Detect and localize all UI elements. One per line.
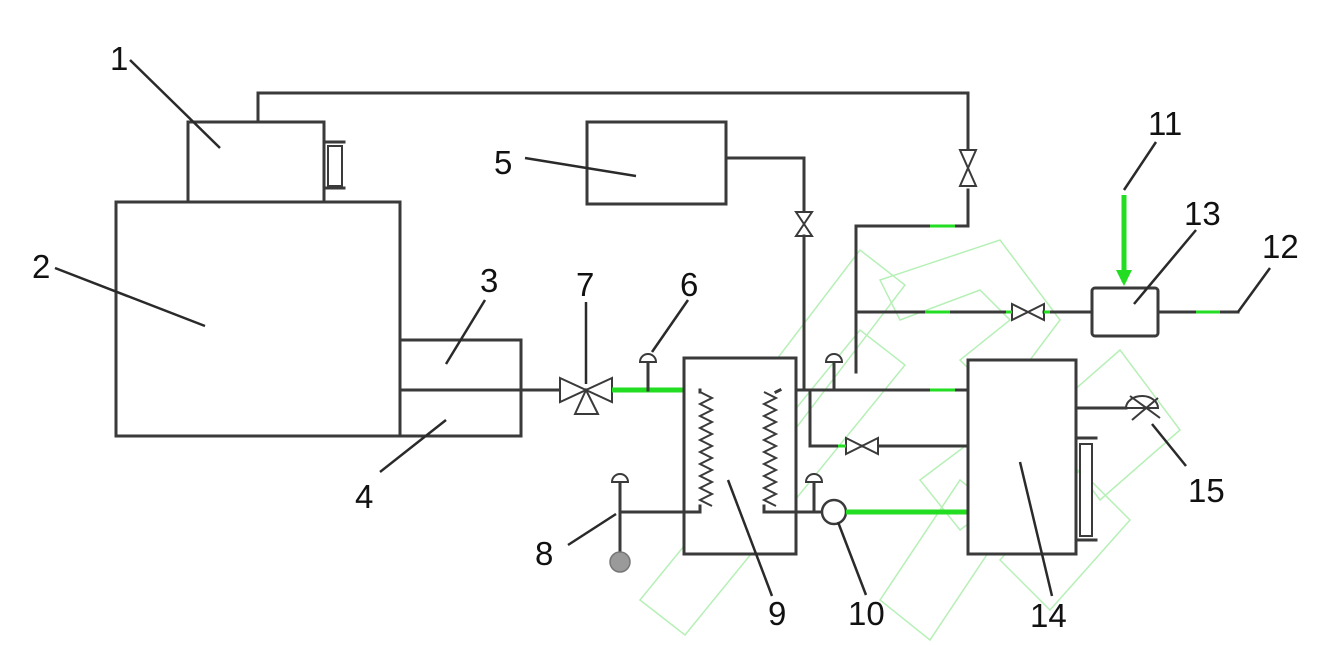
valve-to-13 — [1011, 302, 1045, 322]
component-9-box — [682, 356, 798, 556]
leader-14 — [1018, 461, 1054, 597]
component-1-handle — [322, 140, 346, 190]
component-14-handle — [1074, 436, 1098, 542]
leader-10 — [836, 521, 868, 596]
leader-lines — [54, 59, 1272, 597]
component-3-4-box — [398, 338, 523, 438]
leader-15 — [1151, 423, 1187, 467]
leader-11 — [1122, 141, 1158, 191]
component-13-box — [1090, 286, 1160, 338]
top-return-pipe-lower — [854, 188, 970, 374]
leader-13 — [1133, 229, 1197, 305]
pump-10 — [804, 473, 848, 526]
label-5: 5 — [494, 144, 512, 181]
component-14-box — [966, 358, 1078, 556]
component-1-box — [186, 120, 326, 204]
label-2: 2 — [32, 248, 50, 285]
gauge-8 — [609, 473, 702, 573]
leader-12 — [1236, 267, 1272, 313]
leader-9 — [726, 479, 774, 597]
label-10: 10 — [848, 595, 885, 632]
leader-3 — [444, 299, 487, 365]
label-14: 14 — [1030, 597, 1067, 634]
label-13: 13 — [1184, 195, 1221, 232]
label-7: 7 — [576, 266, 594, 303]
flow-11-arrowhead — [1116, 270, 1132, 286]
leader-6 — [650, 299, 690, 353]
coil-left — [697, 391, 715, 507]
label-6: 6 — [680, 266, 698, 303]
top-return-pipe — [256, 91, 970, 150]
label-4: 4 — [355, 478, 373, 515]
coil-right — [761, 391, 779, 507]
leader-8 — [567, 512, 617, 547]
label-9: 9 — [768, 595, 786, 632]
bypass-pipe — [808, 388, 970, 448]
leader-1 — [129, 59, 221, 149]
gauge-9-outlet — [824, 353, 844, 392]
label-8: 8 — [535, 535, 553, 572]
label-15: 15 — [1188, 472, 1225, 509]
bypass-valve — [845, 436, 879, 456]
component-5-box — [585, 120, 728, 206]
valve-top-return — [958, 149, 978, 187]
valve-15 — [1124, 395, 1161, 421]
leader-2 — [54, 266, 206, 328]
label-12: 12 — [1262, 228, 1299, 265]
label-3: 3 — [480, 262, 498, 299]
label-11: 11 — [1148, 105, 1182, 142]
gauge-6 — [638, 353, 658, 392]
leader-4 — [379, 419, 447, 473]
label-1: 1 — [110, 40, 128, 77]
leader-5 — [524, 156, 637, 178]
pipe-5-down — [724, 156, 806, 212]
component-2-box — [114, 200, 402, 438]
valve-5-line — [794, 211, 814, 237]
